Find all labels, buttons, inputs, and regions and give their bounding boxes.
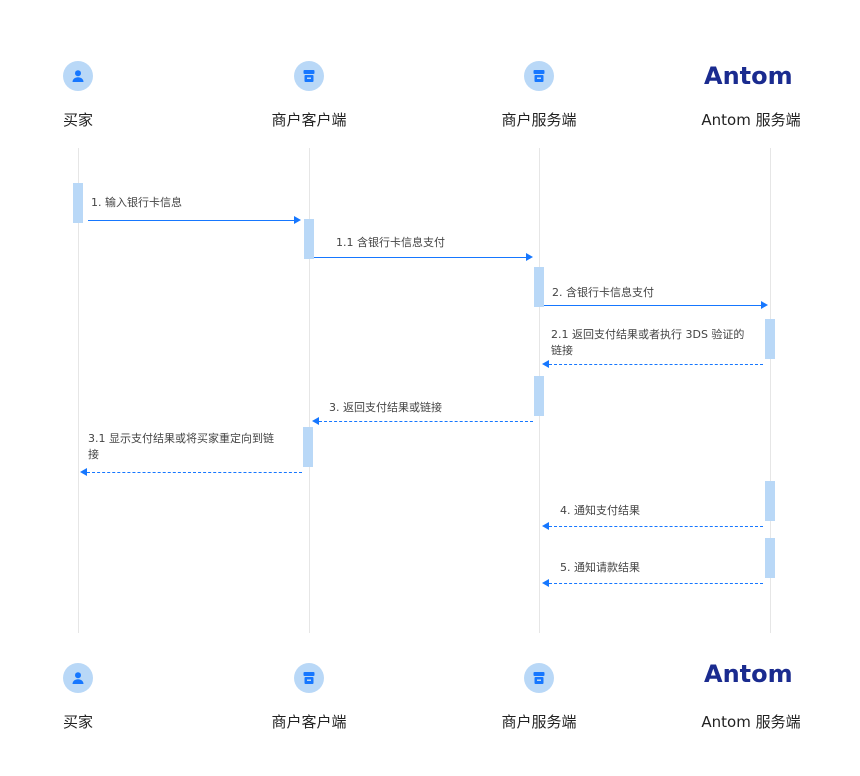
message-arrow-1 <box>88 220 295 221</box>
merchant-server-store-icon-bottom <box>524 663 554 693</box>
activation-bar <box>303 427 313 467</box>
message-label-2-1: 2.1 返回支付结果或者执行 3DS 验证的 链接 <box>551 327 744 359</box>
arrowhead-left <box>542 579 549 587</box>
message-arrow-1-1 <box>314 257 526 258</box>
activation-bar <box>534 376 544 416</box>
antom-logo-bottom: Antom <box>704 660 793 688</box>
activation-bar <box>765 538 775 578</box>
message-arrow-3-1 <box>87 472 302 473</box>
buyer-avatar-icon <box>63 61 93 91</box>
message-arrow-5 <box>549 583 763 584</box>
participant-label-merchant-client-bottom: 商户客户端 <box>271 713 347 731</box>
message-label-3-1: 3.1 显示支付结果或将买家重定向到链 接 <box>88 431 274 463</box>
antom-logo: Antom <box>704 62 793 90</box>
activation-bar <box>73 183 83 223</box>
store-icon <box>303 70 315 82</box>
participant-label-merchant-server: 商户服务端 <box>501 111 577 129</box>
message-label-4: 4. 通知支付结果 <box>560 504 640 517</box>
message-label-1-1: 1.1 含银行卡信息支付 <box>336 236 445 249</box>
message-label-3-1-line-2: 接 <box>88 448 99 461</box>
message-label-2-1-line-2: 链接 <box>551 344 573 357</box>
message-arrow-4 <box>549 526 763 527</box>
arrowhead-left <box>542 360 549 368</box>
arrowhead-right <box>294 216 301 224</box>
user-icon <box>72 70 84 82</box>
message-label-3: 3. 返回支付结果或链接 <box>329 401 442 414</box>
store-icon <box>533 672 545 684</box>
participant-label-merchant-client: 商户客户端 <box>271 111 347 129</box>
message-label-5: 5. 通知请款结果 <box>560 561 640 574</box>
message-label-1: 1. 输入银行卡信息 <box>91 196 182 209</box>
message-arrow-3 <box>319 421 533 422</box>
buyer-avatar-icon-bottom <box>63 663 93 693</box>
arrowhead-right <box>526 253 533 261</box>
store-icon <box>533 70 545 82</box>
merchant-client-store-icon-bottom <box>294 663 324 693</box>
arrowhead-left <box>312 417 319 425</box>
message-label-3-1-line-1: 3.1 显示支付结果或将买家重定向到链 <box>88 432 274 445</box>
antom-logo-text: Antom <box>704 660 793 688</box>
activation-bar <box>765 319 775 359</box>
lifeline-buyer <box>78 148 79 633</box>
message-label-2: 2. 含银行卡信息支付 <box>552 286 654 299</box>
participant-label-buyer-bottom: 买家 <box>62 713 94 731</box>
arrowhead-right <box>761 301 768 309</box>
activation-bar <box>304 219 314 259</box>
lifeline-merchant-client <box>309 148 310 633</box>
message-arrow-2-1 <box>549 364 763 365</box>
participant-label-antom-server: Antom 服务端 <box>701 111 801 129</box>
arrowhead-left <box>80 468 87 476</box>
message-arrow-2 <box>544 305 762 306</box>
user-icon <box>72 672 84 684</box>
participant-label-antom-server-bottom: Antom 服务端 <box>701 713 801 731</box>
merchant-server-store-icon <box>524 61 554 91</box>
activation-bar <box>534 267 544 307</box>
participant-label-merchant-server-bottom: 商户服务端 <box>501 713 577 731</box>
merchant-client-store-icon <box>294 61 324 91</box>
participant-label-buyer: 买家 <box>62 111 94 129</box>
lifeline-antom-server <box>770 148 771 633</box>
arrowhead-left <box>542 522 549 530</box>
message-label-2-1-line-1: 2.1 返回支付结果或者执行 3DS 验证的 <box>551 328 745 341</box>
store-icon <box>303 672 315 684</box>
antom-logo-text: Antom <box>704 62 793 90</box>
activation-bar <box>765 481 775 521</box>
